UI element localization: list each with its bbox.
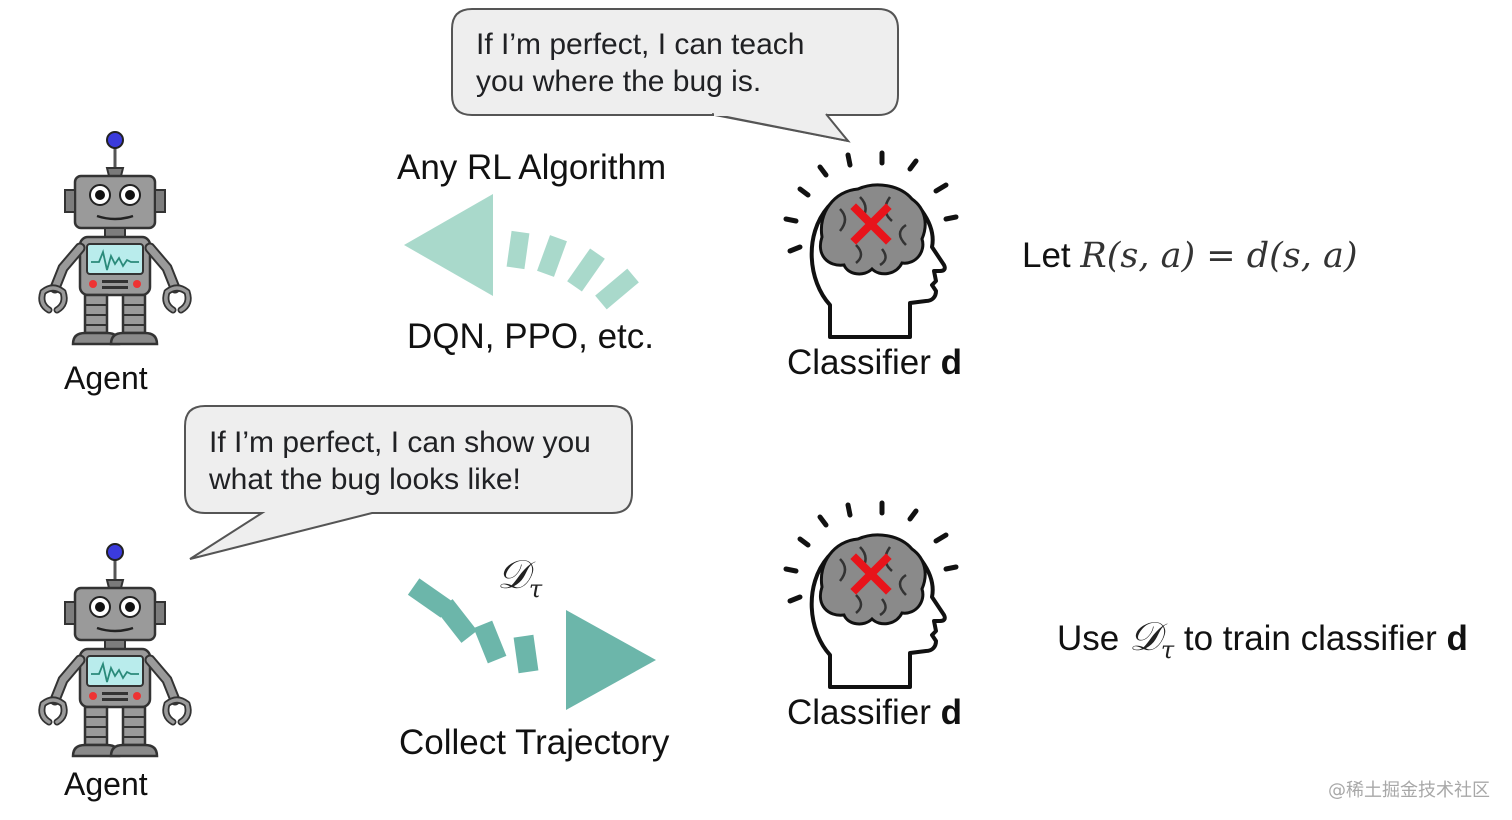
speech-bubble-bottom [184, 405, 633, 560]
head-brain-icon-bottom [786, 503, 956, 687]
agent-label-bottom: Agent [64, 766, 148, 802]
classifier-label-bottom: Classifier d [787, 693, 962, 733]
classifier-label-bottom-prefix: Classifier [787, 693, 941, 732]
train-text-symbol: 𝒟 [1128, 614, 1161, 660]
reward-formula-prefix: Let [1022, 236, 1081, 275]
curved-arrow-right-icon [407, 578, 656, 710]
classifier-label-bottom-bold: d [940, 693, 963, 732]
classifier-label-top: Classifier d [787, 343, 962, 383]
bubble-bottom-text: If I’m perfect, I can show you what the … [209, 424, 591, 498]
bubble-bottom-line1: If I’m perfect, I can show you [209, 426, 591, 459]
head-brain-icon-top [786, 153, 956, 337]
bubble-bottom-line2: what the bug looks like! [209, 463, 521, 496]
classifier-label-top-bold: d [940, 343, 963, 382]
classifier-label-top-prefix: Classifier [787, 343, 941, 382]
train-text-bold: d [1446, 619, 1468, 658]
train-text-prefix: Use [1057, 619, 1129, 658]
bubble-top-text: If I’m perfect, I can teach you where th… [476, 26, 804, 100]
robot-icon-bottom [42, 544, 188, 756]
bottom-arrow-label: Collect Trajectory [399, 723, 670, 762]
reward-formula-equals: = [1195, 236, 1247, 276]
reward-formula-lhs: R(s, a) [1080, 236, 1196, 276]
bubble-top-line2: you where the bug is. [476, 65, 762, 98]
dataset-symbol: 𝒟τ [497, 552, 542, 603]
dataset-symbol-main: 𝒟 [497, 552, 529, 598]
train-text-subscript: τ [1160, 636, 1175, 664]
bubble-top-line1: If I’m perfect, I can teach [476, 28, 805, 61]
dataset-symbol-sub: τ [528, 575, 543, 603]
agent-label-top: Agent [64, 360, 148, 396]
top-arrow-label: Any RL Algorithm [397, 148, 667, 187]
curved-arrow-left-icon [404, 194, 639, 310]
watermark-text: @稀土掘金技术社区 [1328, 780, 1490, 801]
reward-formula-rhs: d(s, a) [1246, 236, 1358, 276]
train-text: Use 𝒟τ to train classifier d [1057, 614, 1468, 664]
speech-bubble-top-tail [711, 113, 851, 143]
top-arrow-sublabel: DQN, PPO, etc. [407, 317, 654, 356]
train-text-middle: to train classifier [1174, 619, 1447, 658]
robot-icon-top [42, 132, 188, 344]
reward-formula: Let R(s, a) = d(s, a) [1022, 236, 1358, 276]
